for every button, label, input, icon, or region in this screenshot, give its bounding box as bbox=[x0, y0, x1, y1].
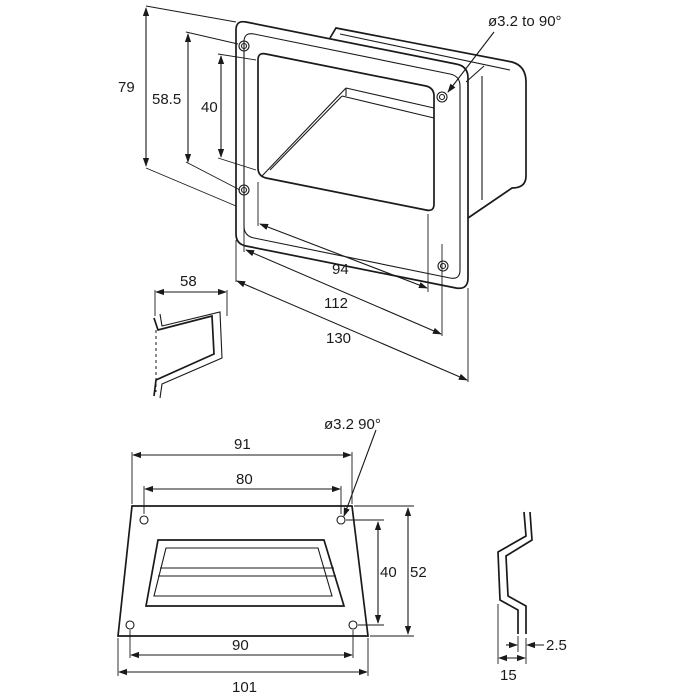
tray-box-outline bbox=[329, 27, 527, 219]
dim-label-58: 58 bbox=[180, 273, 197, 290]
ext-line-top-79 bbox=[145, 5, 237, 23]
hole-top-left bbox=[238, 40, 250, 52]
dim-label-40-iso: 40 bbox=[201, 99, 218, 116]
side-profile-outline-inner bbox=[505, 511, 533, 634]
front-hole-top-left bbox=[139, 515, 149, 525]
hole-bottom-left-inner bbox=[240, 186, 248, 194]
hole-top-right bbox=[436, 91, 448, 103]
dim-label-91: 91 bbox=[234, 436, 251, 453]
tray-box-side-line-2 bbox=[465, 65, 485, 83]
front-recess-outline bbox=[144, 539, 346, 607]
hole-top-right-inner bbox=[438, 93, 446, 101]
ext-line-bottom-79 bbox=[145, 167, 237, 207]
dim-label-101: 101 bbox=[232, 679, 257, 696]
front-outer-outline bbox=[117, 505, 369, 637]
handle-opening bbox=[257, 52, 435, 212]
hole-bottom-right bbox=[437, 260, 449, 272]
hole-note-leader bbox=[447, 31, 495, 93]
tray-box-side-line bbox=[339, 33, 511, 71]
front-hole-top-right bbox=[336, 515, 346, 525]
dim-label-79: 79 bbox=[118, 79, 135, 96]
dim-label-15: 15 bbox=[500, 667, 517, 684]
ext-line-bottom-40 bbox=[217, 157, 257, 171]
dim-line-94 bbox=[259, 223, 428, 289]
front-hole-bottom-right bbox=[348, 620, 358, 630]
flange-plate bbox=[235, 20, 469, 290]
dim-label-40-front: 40 bbox=[380, 564, 397, 581]
side-view: 15 2.5 bbox=[497, 511, 567, 684]
profile-section-view: 58 bbox=[153, 273, 228, 399]
front-view: ø3.2 90° 91 80 40 52 90 101 bbox=[117, 416, 427, 696]
profile-section-outline-inner bbox=[159, 311, 223, 399]
ext-line-top-58 bbox=[185, 31, 239, 45]
dim-label-112: 112 bbox=[324, 295, 348, 312]
isometric-view: ø3.2 to 90° 79 58.5 40 94 112 130 bbox=[118, 5, 562, 382]
ext-line-top-40 bbox=[217, 53, 257, 61]
front-hole-note-leader bbox=[343, 429, 377, 517]
dim-label-130: 130 bbox=[326, 330, 351, 347]
hole-bottom-left bbox=[238, 184, 250, 196]
hole-note-label: ø3.2 to 90° bbox=[488, 13, 562, 30]
recess-back-edge bbox=[345, 87, 435, 109]
ext-line-bottom-58 bbox=[185, 161, 241, 191]
front-recess-inner bbox=[153, 547, 333, 597]
recess-floor-line bbox=[261, 87, 347, 177]
dim-line-130 bbox=[236, 280, 468, 381]
front-hole-bottom-left bbox=[125, 620, 135, 630]
dim-label-90: 90 bbox=[232, 637, 249, 654]
flange-inner-border bbox=[243, 33, 461, 279]
recess-back-edge-2 bbox=[341, 95, 435, 119]
dim-label-94: 94 bbox=[332, 261, 349, 278]
dim-label-80: 80 bbox=[236, 471, 253, 488]
profile-section-outline bbox=[153, 314, 215, 397]
dim-label-52: 52 bbox=[410, 564, 427, 581]
side-profile-outline bbox=[497, 511, 527, 634]
hole-top-left-inner bbox=[240, 42, 248, 50]
recess-floor-line-2 bbox=[269, 95, 343, 171]
front-hole-note-label: ø3.2 90° bbox=[324, 416, 381, 433]
dim-label-2-5: 2.5 bbox=[546, 637, 567, 654]
hole-bottom-right-inner bbox=[439, 262, 447, 270]
dim-label-58-5: 58.5 bbox=[152, 91, 181, 108]
